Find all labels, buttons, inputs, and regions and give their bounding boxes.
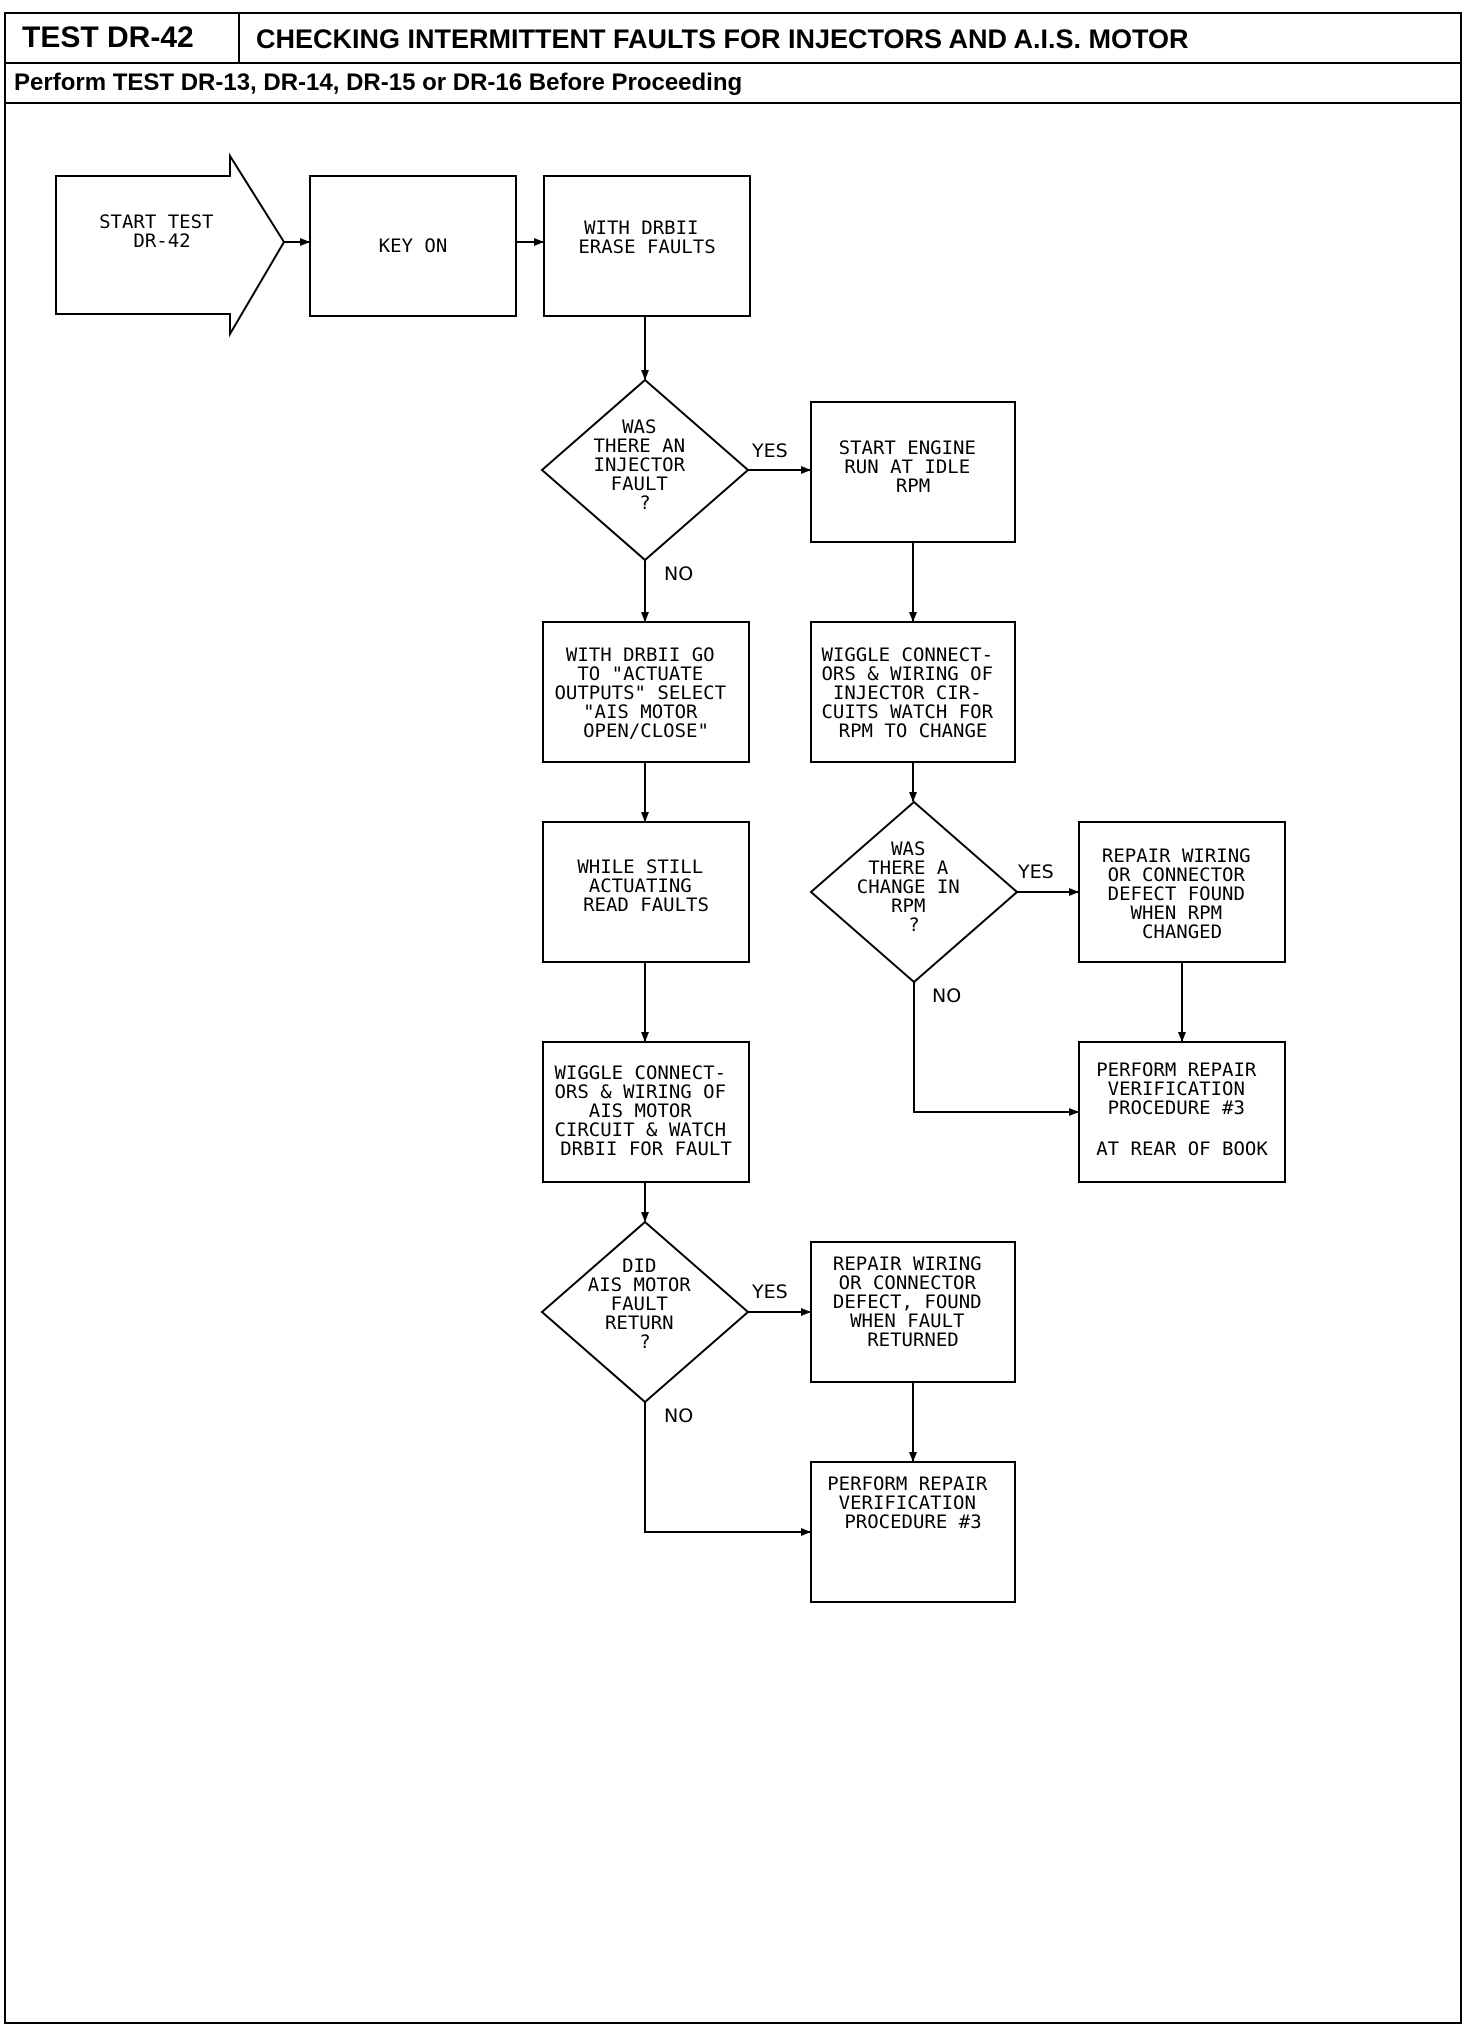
test-frame: TEST DR-42 CHECKING INTERMITTENT FAULTS …: [4, 12, 1462, 2024]
no-label-rpm: NO: [932, 985, 961, 1007]
yes-label-injector: YES: [751, 440, 788, 462]
prerequisite-row: Perform TEST DR-13, DR-14, DR-15 or DR-1…: [6, 64, 1460, 104]
erase-faults-text: WITH DRBII ERASE FAULTS: [578, 217, 715, 258]
arrow-q3-no: [644, 1402, 811, 1536]
verify-bottom-box: [810, 1461, 1016, 1603]
start-arrow-shape: [55, 152, 286, 338]
ais-fault-text: DID AIS MOTOR FAULT RETURN ?: [588, 1255, 702, 1353]
start-engine-text: START ENGINE RUN AT IDLE RPM: [839, 437, 988, 497]
wiggle-injector-text: WIGGLE CONNECT- ORS & WIRING OF INJECTOR…: [821, 644, 1004, 742]
header-row: TEST DR-42 CHECKING INTERMITTENT FAULTS …: [6, 14, 1460, 64]
actuate-ais-text: WITH DRBII GO TO "ACTUATE OUTPUTS" SELEC…: [554, 644, 737, 742]
verify-top-box: [1078, 1041, 1286, 1183]
repair-ais-text: REPAIR WIRING OR CONNECTOR DEFECT, FOUND…: [833, 1253, 993, 1351]
wiggle-ais-text: WIGGLE CONNECT- ORS & WIRING OF AIS MOTO…: [554, 1062, 737, 1160]
key-on-text: KEY ON: [379, 235, 448, 257]
start-text: START TEST DR-42: [99, 211, 225, 252]
yes-label-ais: YES: [751, 1281, 788, 1303]
key-on-box: [309, 175, 517, 317]
yes-label-rpm: YES: [1017, 861, 1054, 883]
no-label-injector: NO: [664, 563, 693, 585]
erase-faults-box: [543, 175, 751, 317]
no-label-ais: NO: [664, 1405, 693, 1427]
test-id: TEST DR-42: [6, 14, 240, 62]
test-title: CHECKING INTERMITTENT FAULTS FOR INJECTO…: [256, 24, 1189, 54]
arrow-q2-no: [913, 982, 1079, 1116]
repair-rpm-text: REPAIR WIRING OR CONNECTOR DEFECT FOUND …: [1102, 845, 1262, 943]
rpm-change-text: WAS THERE A CHANGE IN RPM ?: [857, 838, 971, 936]
injector-fault-text: WAS THERE AN INJECTOR FAULT ?: [594, 416, 697, 514]
verify-top-text: PERFORM REPAIR VERIFICATION PROCEDURE #3…: [1096, 1059, 1268, 1160]
prerequisite-text: Perform TEST DR-13, DR-14, DR-15 or DR-1…: [14, 69, 743, 96]
verify-bottom-text: PERFORM REPAIR VERIFICATION PROCEDURE #3: [827, 1473, 999, 1533]
read-faults-text: WHILE STILL ACTUATING READ FAULTS: [577, 856, 714, 916]
